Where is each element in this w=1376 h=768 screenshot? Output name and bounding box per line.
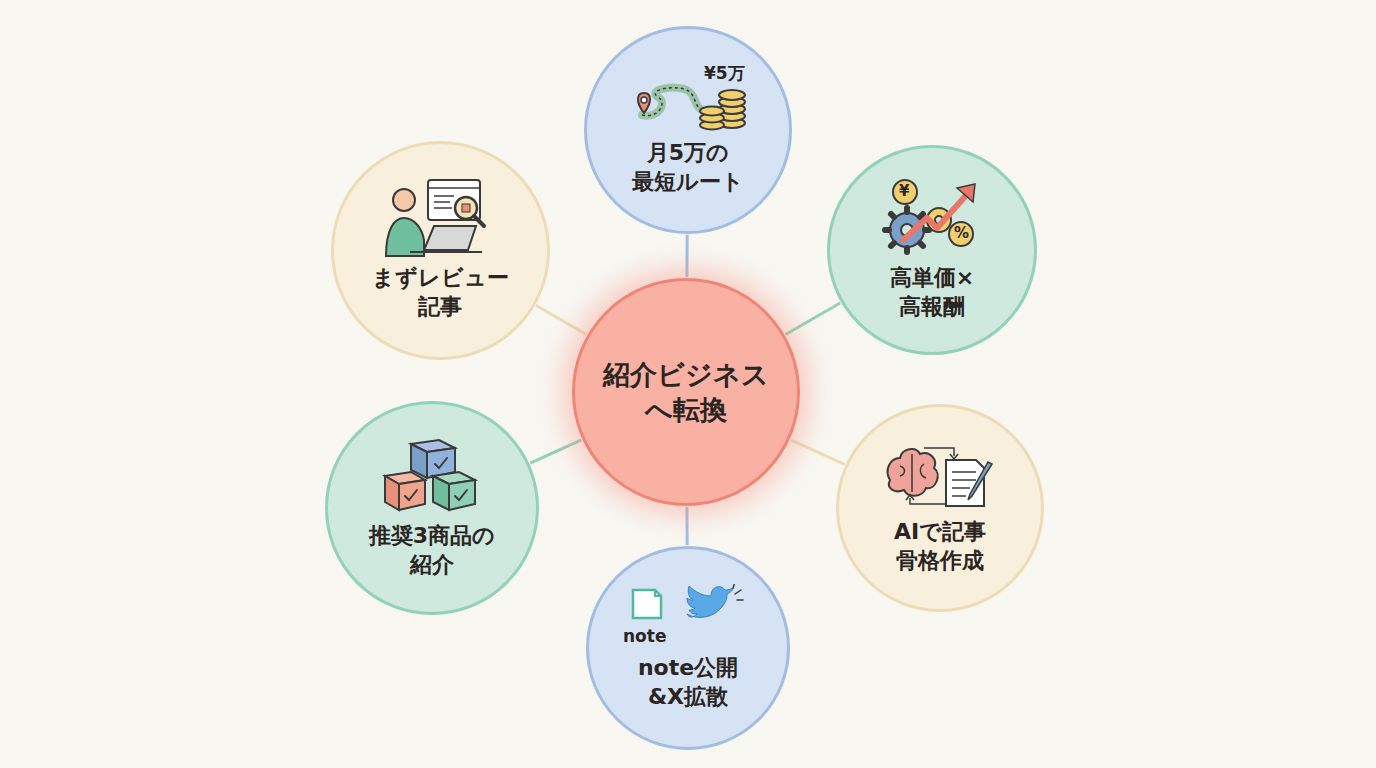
node-label: AIで記事 骨格作成 <box>865 518 1015 575</box>
node-label: 高単価× 高報酬 <box>857 264 1007 321</box>
review-writer-icon <box>380 178 500 258</box>
three-products-icon <box>377 436 487 516</box>
boxes-illustration <box>377 436 487 516</box>
growth-gears-icon: ¥ % <box>877 178 987 258</box>
person-laptop-illustration <box>380 178 500 258</box>
review-circle: まずレビュー 記事 <box>331 141 550 360</box>
node-label: note公開 &X拡散 <box>613 654 763 711</box>
node-label: 月5万の 最短ルート <box>608 139 768 196</box>
connector-line <box>686 235 687 277</box>
ai-writing-icon <box>880 440 1000 512</box>
note-logo-label: note <box>623 628 666 645</box>
publish-circle: note note公開 &X拡散 <box>586 546 790 750</box>
connector-line <box>686 507 687 545</box>
ai-circle: AIで記事 骨格作成 <box>836 404 1044 612</box>
percent-coin-label: % <box>954 226 969 241</box>
connector-line <box>536 305 587 334</box>
connector-line <box>530 440 581 463</box>
connector-stroke <box>685 507 688 545</box>
products-circle: 推奨3商品の 紹介 <box>325 401 539 615</box>
connector-stroke <box>685 235 688 277</box>
connector-stroke <box>530 440 581 463</box>
gears-illustration <box>877 178 987 258</box>
node-label: 紹介ビジネス へ転換 <box>591 357 781 427</box>
yen-amount-label: ¥5万 <box>704 65 745 82</box>
goal-circle: ¥5万 月5万の 最短ルート <box>584 26 792 234</box>
node-label: まずレビュー 記事 <box>355 264 525 321</box>
strategy-circle: ¥ % 高単価× 高報酬 <box>827 145 1037 355</box>
money-route-icon: ¥5万 <box>628 63 748 133</box>
connector-stroke <box>791 440 845 465</box>
connector-line <box>791 440 845 465</box>
node-label: 推奨3商品の 紹介 <box>352 522 512 579</box>
connector-stroke <box>536 305 587 334</box>
yen-coin-label: ¥ <box>899 184 909 199</box>
note-x-icon: note <box>623 584 753 648</box>
brain-document-illustration <box>880 440 1000 512</box>
connector-stroke <box>786 303 841 335</box>
connector-line <box>786 303 841 335</box>
center-circle: 紹介ビジネス へ転換 <box>572 278 800 506</box>
